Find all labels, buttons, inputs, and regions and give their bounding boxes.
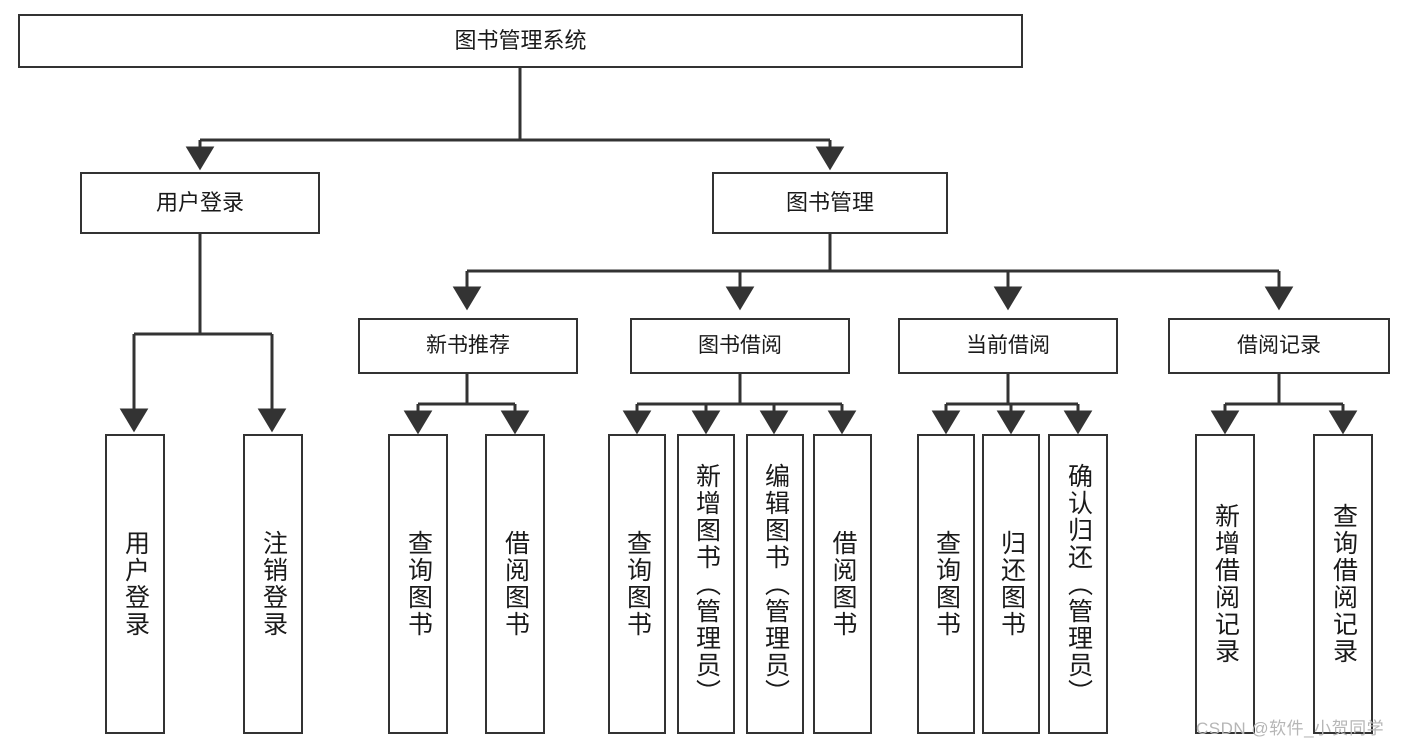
- node-leaf-return-book-label: 归还图书: [997, 530, 1026, 638]
- node-leaf-add-book-admin[interactable]: 新增图书（管理员）: [677, 434, 735, 734]
- node-leaf-query-book-recommend[interactable]: 查询图书: [388, 434, 448, 734]
- node-leaf-query-book-current[interactable]: 查询图书: [917, 434, 975, 734]
- node-leaf-add-borrow-record-label: 新增借阅记录: [1211, 503, 1240, 665]
- node-new-book-recommend[interactable]: 新书推荐: [358, 318, 578, 374]
- node-leaf-borrow-book-label: 借阅图书: [829, 530, 857, 638]
- node-leaf-confirm-return-admin[interactable]: 确认归还（管理员）: [1048, 434, 1108, 734]
- node-book-borrow[interactable]: 图书借阅: [630, 318, 850, 374]
- node-current-borrow-label: 当前借阅: [966, 333, 1050, 357]
- node-leaf-borrow-book[interactable]: 借阅图书: [813, 434, 872, 734]
- node-user-login[interactable]: 用户登录: [80, 172, 320, 234]
- node-book-borrow-label: 图书借阅: [698, 333, 782, 357]
- node-leaf-logout[interactable]: 注销登录: [243, 434, 303, 734]
- node-leaf-edit-book-admin[interactable]: 编辑图书（管理员）: [746, 434, 804, 734]
- node-root[interactable]: 图书管理系统: [18, 14, 1023, 68]
- node-leaf-borrow-book-recommend-label: 借阅图书: [501, 530, 530, 638]
- node-leaf-query-book-recommend-label: 查询图书: [404, 530, 433, 638]
- node-leaf-query-book-borrow[interactable]: 查询图书: [608, 434, 666, 734]
- node-new-book-recommend-label: 新书推荐: [426, 333, 510, 357]
- node-user-login-label: 用户登录: [155, 190, 244, 216]
- node-leaf-logout-label: 注销登录: [259, 530, 288, 638]
- node-leaf-query-borrow-record[interactable]: 查询借阅记录: [1313, 434, 1373, 734]
- node-leaf-confirm-return-admin-label: 确认归还（管理员）: [1064, 462, 1093, 706]
- node-leaf-query-borrow-record-label: 查询借阅记录: [1329, 503, 1358, 665]
- node-current-borrow[interactable]: 当前借阅: [898, 318, 1118, 374]
- node-leaf-add-book-admin-label: 新增图书（管理员）: [692, 462, 721, 706]
- node-leaf-user-login[interactable]: 用户登录: [105, 434, 165, 734]
- node-leaf-query-book-current-label: 查询图书: [932, 530, 961, 638]
- node-leaf-edit-book-admin-label: 编辑图书（管理员）: [761, 462, 790, 706]
- node-borrow-record[interactable]: 借阅记录: [1168, 318, 1390, 374]
- node-leaf-user-login-label: 用户登录: [121, 530, 150, 638]
- node-borrow-record-label: 借阅记录: [1237, 333, 1321, 357]
- node-leaf-add-borrow-record[interactable]: 新增借阅记录: [1195, 434, 1255, 734]
- node-leaf-return-book[interactable]: 归还图书: [982, 434, 1040, 734]
- node-root-label: 图书管理系统: [454, 28, 587, 54]
- node-leaf-query-book-borrow-label: 查询图书: [623, 530, 652, 638]
- watermark-text: CSDN @软件_小贺同学: [1196, 719, 1385, 738]
- node-book-management-label: 图书管理: [785, 190, 874, 216]
- node-leaf-borrow-book-recommend[interactable]: 借阅图书: [485, 434, 545, 734]
- node-book-management[interactable]: 图书管理: [712, 172, 948, 234]
